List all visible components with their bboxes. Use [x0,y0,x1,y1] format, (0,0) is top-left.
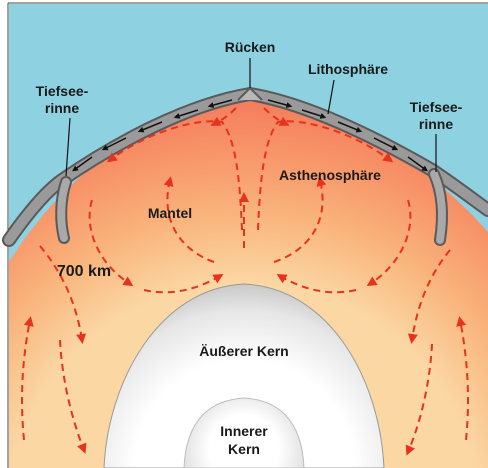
label-trench-left-line1: Tiefsee- [36,83,89,99]
label-trench-right-line2: rinne [419,116,453,132]
label-trench-left-line2: rinne [45,100,79,116]
label-outer-core: Äußerer Kern [199,343,288,359]
label-mantle: Mantel [148,205,192,221]
label-inner-core-line2: Kern [228,441,260,457]
label-inner-core-line1: Innerer [220,423,268,439]
label-depth: 700 km [57,263,111,280]
label-asthenosphere: Asthenosphäre [279,167,381,183]
label-trench-right-line1: Tiefsee- [410,99,463,115]
label-ridge: Rücken [225,39,276,55]
label-lithosphere: Lithosphäre [308,61,388,77]
